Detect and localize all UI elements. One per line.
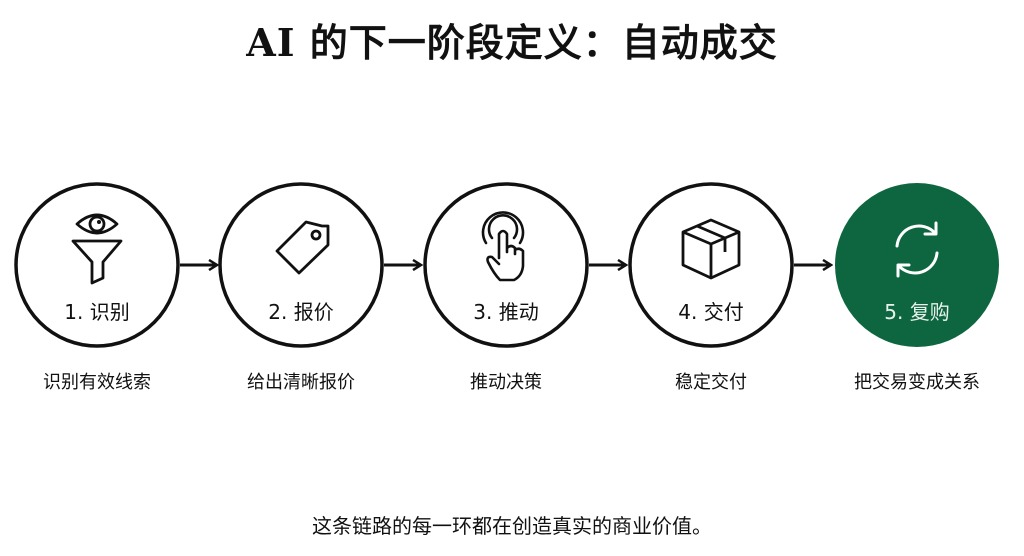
step-desc-3: 推动决策 — [470, 372, 542, 393]
step-circle-2 — [218, 182, 384, 348]
step-label-4: 4. 交付 — [678, 300, 744, 324]
step-desc-5: 把交易变成关系 — [854, 372, 980, 393]
box-icon — [681, 218, 741, 280]
refresh-icon — [895, 221, 939, 278]
step-label-5: 5. 复购 — [884, 300, 950, 324]
step-desc-2: 给出清晰报价 — [247, 372, 355, 393]
price-tag-icon — [275, 220, 330, 275]
page-title: AI 的下一阶段定义：自动成交 — [246, 20, 778, 65]
footer-caption: 这条链路的每一环都在创造真实的商业价值。 — [312, 514, 712, 538]
eye-funnel-icon — [71, 213, 123, 285]
step-circle-1 — [14, 182, 180, 348]
step-desc-1: 识别有效线索 — [43, 372, 151, 393]
step-circle-5 — [835, 183, 999, 347]
step-label-3: 3. 推动 — [473, 300, 539, 324]
step-circle-3 — [423, 182, 589, 348]
step-desc-4: 稳定交付 — [675, 372, 747, 393]
tap-hand-icon — [481, 211, 525, 282]
step-label-2: 2. 报价 — [268, 300, 334, 324]
step-label-1: 1. 识别 — [64, 300, 130, 324]
